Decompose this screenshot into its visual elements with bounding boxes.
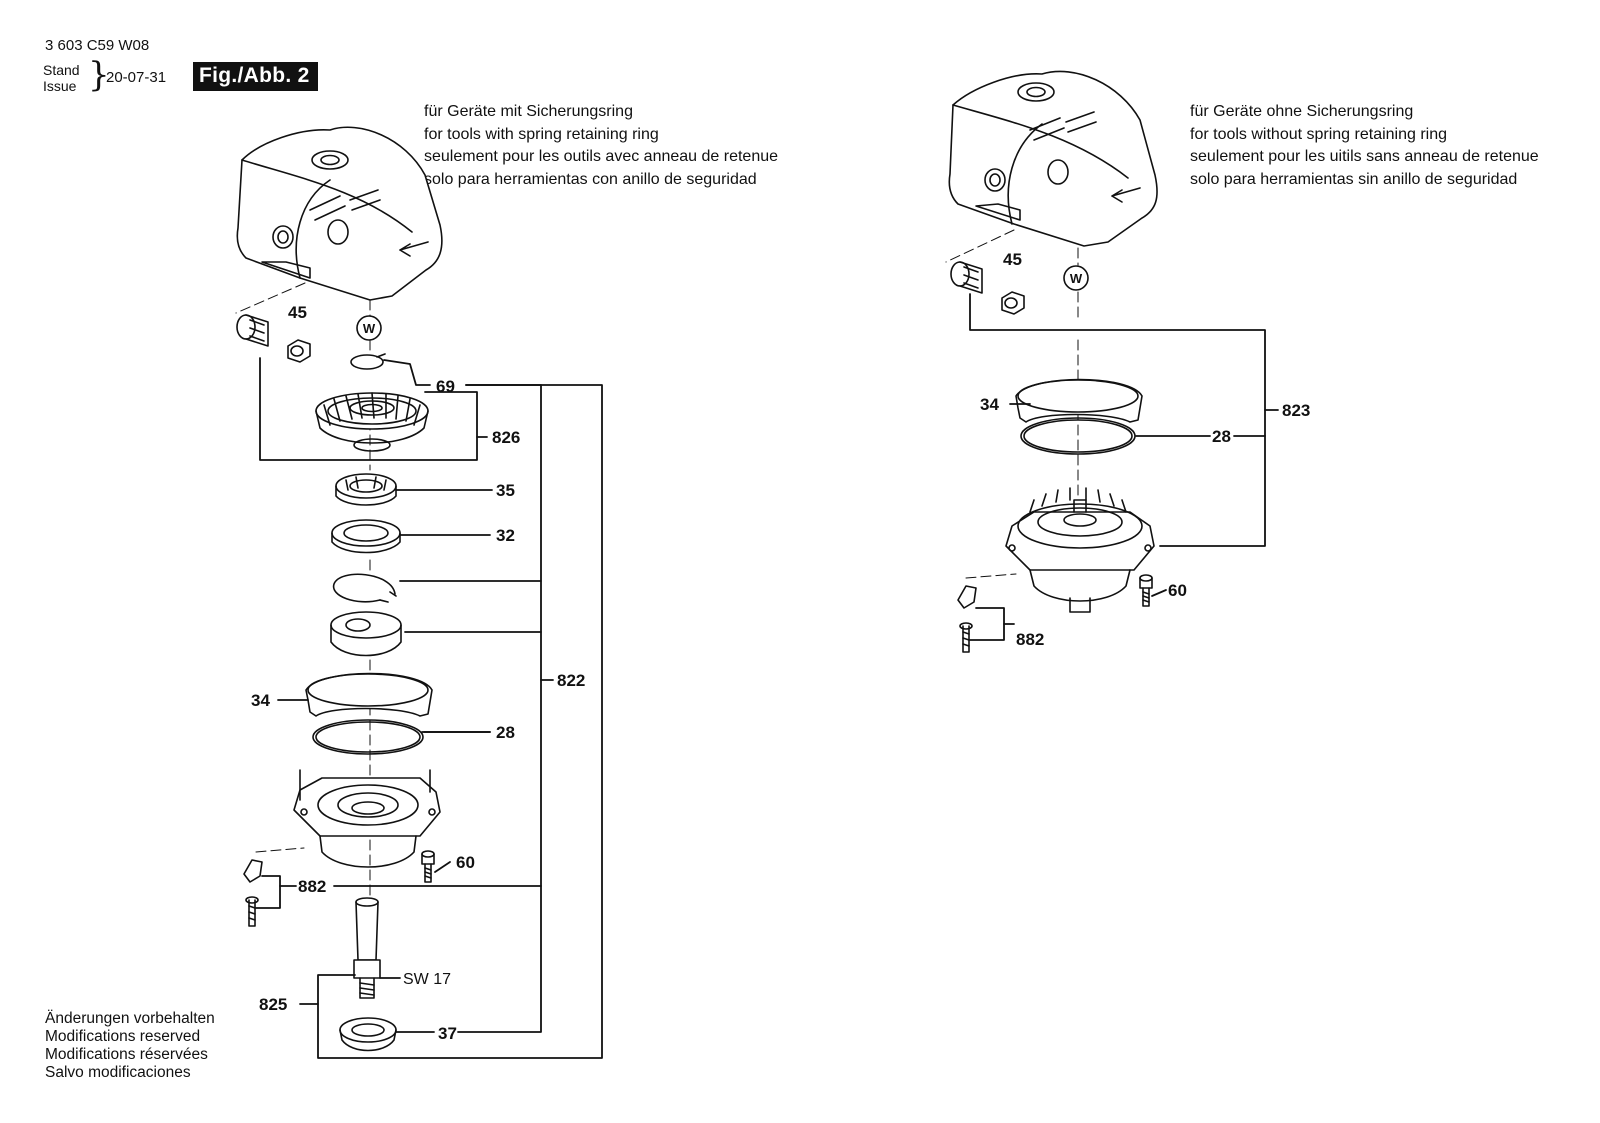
note-right-line: seulement pour les uitils sans anneau de… [1190,148,1539,165]
label-35: 35 [496,481,515,500]
o-ring-28-right [1020,417,1136,455]
screw-set-882-right [957,585,977,653]
footer-line: Modifications reserved [45,1028,201,1045]
footer-line: Modifications réservées [45,1046,208,1063]
footer-line: Änderungen vorbehalten [45,1010,215,1027]
label-882-right: 882 [1016,630,1044,649]
svg-text:W: W [363,321,376,336]
note-left-line: für Geräte mit Sicherungsring [424,103,633,120]
label-45: 45 [288,303,307,322]
leader-lines-left [255,357,603,1059]
issue-date: 20-07-31 [106,69,167,86]
snap-ring-left [332,573,397,603]
labels-right: 45 34 28 823 60 882 [980,250,1310,649]
spindle-left [353,897,381,999]
note-right: für Geräte ohne Sicherungsring for tools… [1190,101,1539,191]
nut-left [287,339,311,363]
label-826: 826 [492,428,520,447]
bevel-gear-826-left [315,392,429,452]
circlip-69-left [350,353,386,370]
label-825: 825 [259,995,287,1014]
labels-left: 45 69 826 35 32 822 34 28 60 882 825 SW … [251,303,585,1043]
label-60-right: 60 [1168,581,1187,600]
w-marker-right: W [1063,265,1089,291]
label-32: 32 [496,526,515,545]
label-37: 37 [438,1024,457,1043]
document-number: 3 603 C59 W08 [45,37,150,54]
gear-housing-assembly-823-right [1005,487,1155,613]
leader-lines-right [969,293,1279,641]
centerlines-right [945,229,1079,579]
gear-housing-head-right [948,70,1158,247]
note-right-line: solo para herramientas sin anillo de seg… [1190,170,1518,188]
gear-housing-head-left [236,126,443,301]
label-28: 28 [496,723,515,742]
brace-icon: } [88,55,110,95]
screw-60-right [1139,574,1153,607]
label-28-right: 28 [1212,427,1231,446]
note-left: für Geräte mit Sicherungsring for tools … [424,101,778,191]
note-left-line: for tools with spring retaining ring [424,125,659,143]
note-right-line: für Geräte ohne Sicherungsring [1190,103,1414,120]
label-sw17: SW 17 [403,971,451,988]
label-882: 882 [298,877,326,896]
stand-label: Stand [43,62,80,78]
svg-text:W: W [1070,271,1083,286]
needle-bearing-35-left [335,473,397,506]
label-34: 34 [251,691,270,710]
cover-34-right [1015,378,1143,423]
footer-notice: Änderungen vorbehalten Modifications res… [45,1010,215,1082]
label-34-right: 34 [980,395,999,414]
label-822: 822 [557,671,585,690]
label-69: 69 [436,377,455,396]
ring-32-left [331,519,401,554]
cover-34-left [305,672,433,717]
nut-right [1001,291,1025,315]
ball-bearing-left [330,611,402,657]
note-left-line: solo para herramientas con anillo de seg… [424,170,757,188]
note-left-line: seulement pour les outils avec anneau de… [424,148,779,165]
label-60: 60 [456,853,475,872]
footer-line: Salvo modificaciones [45,1064,191,1081]
o-ring-28-left [312,719,424,755]
w-marker-left: W [356,315,382,341]
screw-set-882-left [243,859,263,927]
issue-label: Issue [43,78,77,94]
label-45-right: 45 [1003,250,1022,269]
flange-housing-left [293,769,441,868]
pinion-gear-left [236,314,269,347]
note-right-line: for tools without spring retaining ring [1190,125,1448,143]
screw-60-left [421,850,435,883]
figure-badge: Fig./Abb. 2 [193,62,318,91]
label-823-right: 823 [1282,401,1310,420]
flange-37-left [339,1017,397,1052]
pinion-gear-right [950,261,983,294]
